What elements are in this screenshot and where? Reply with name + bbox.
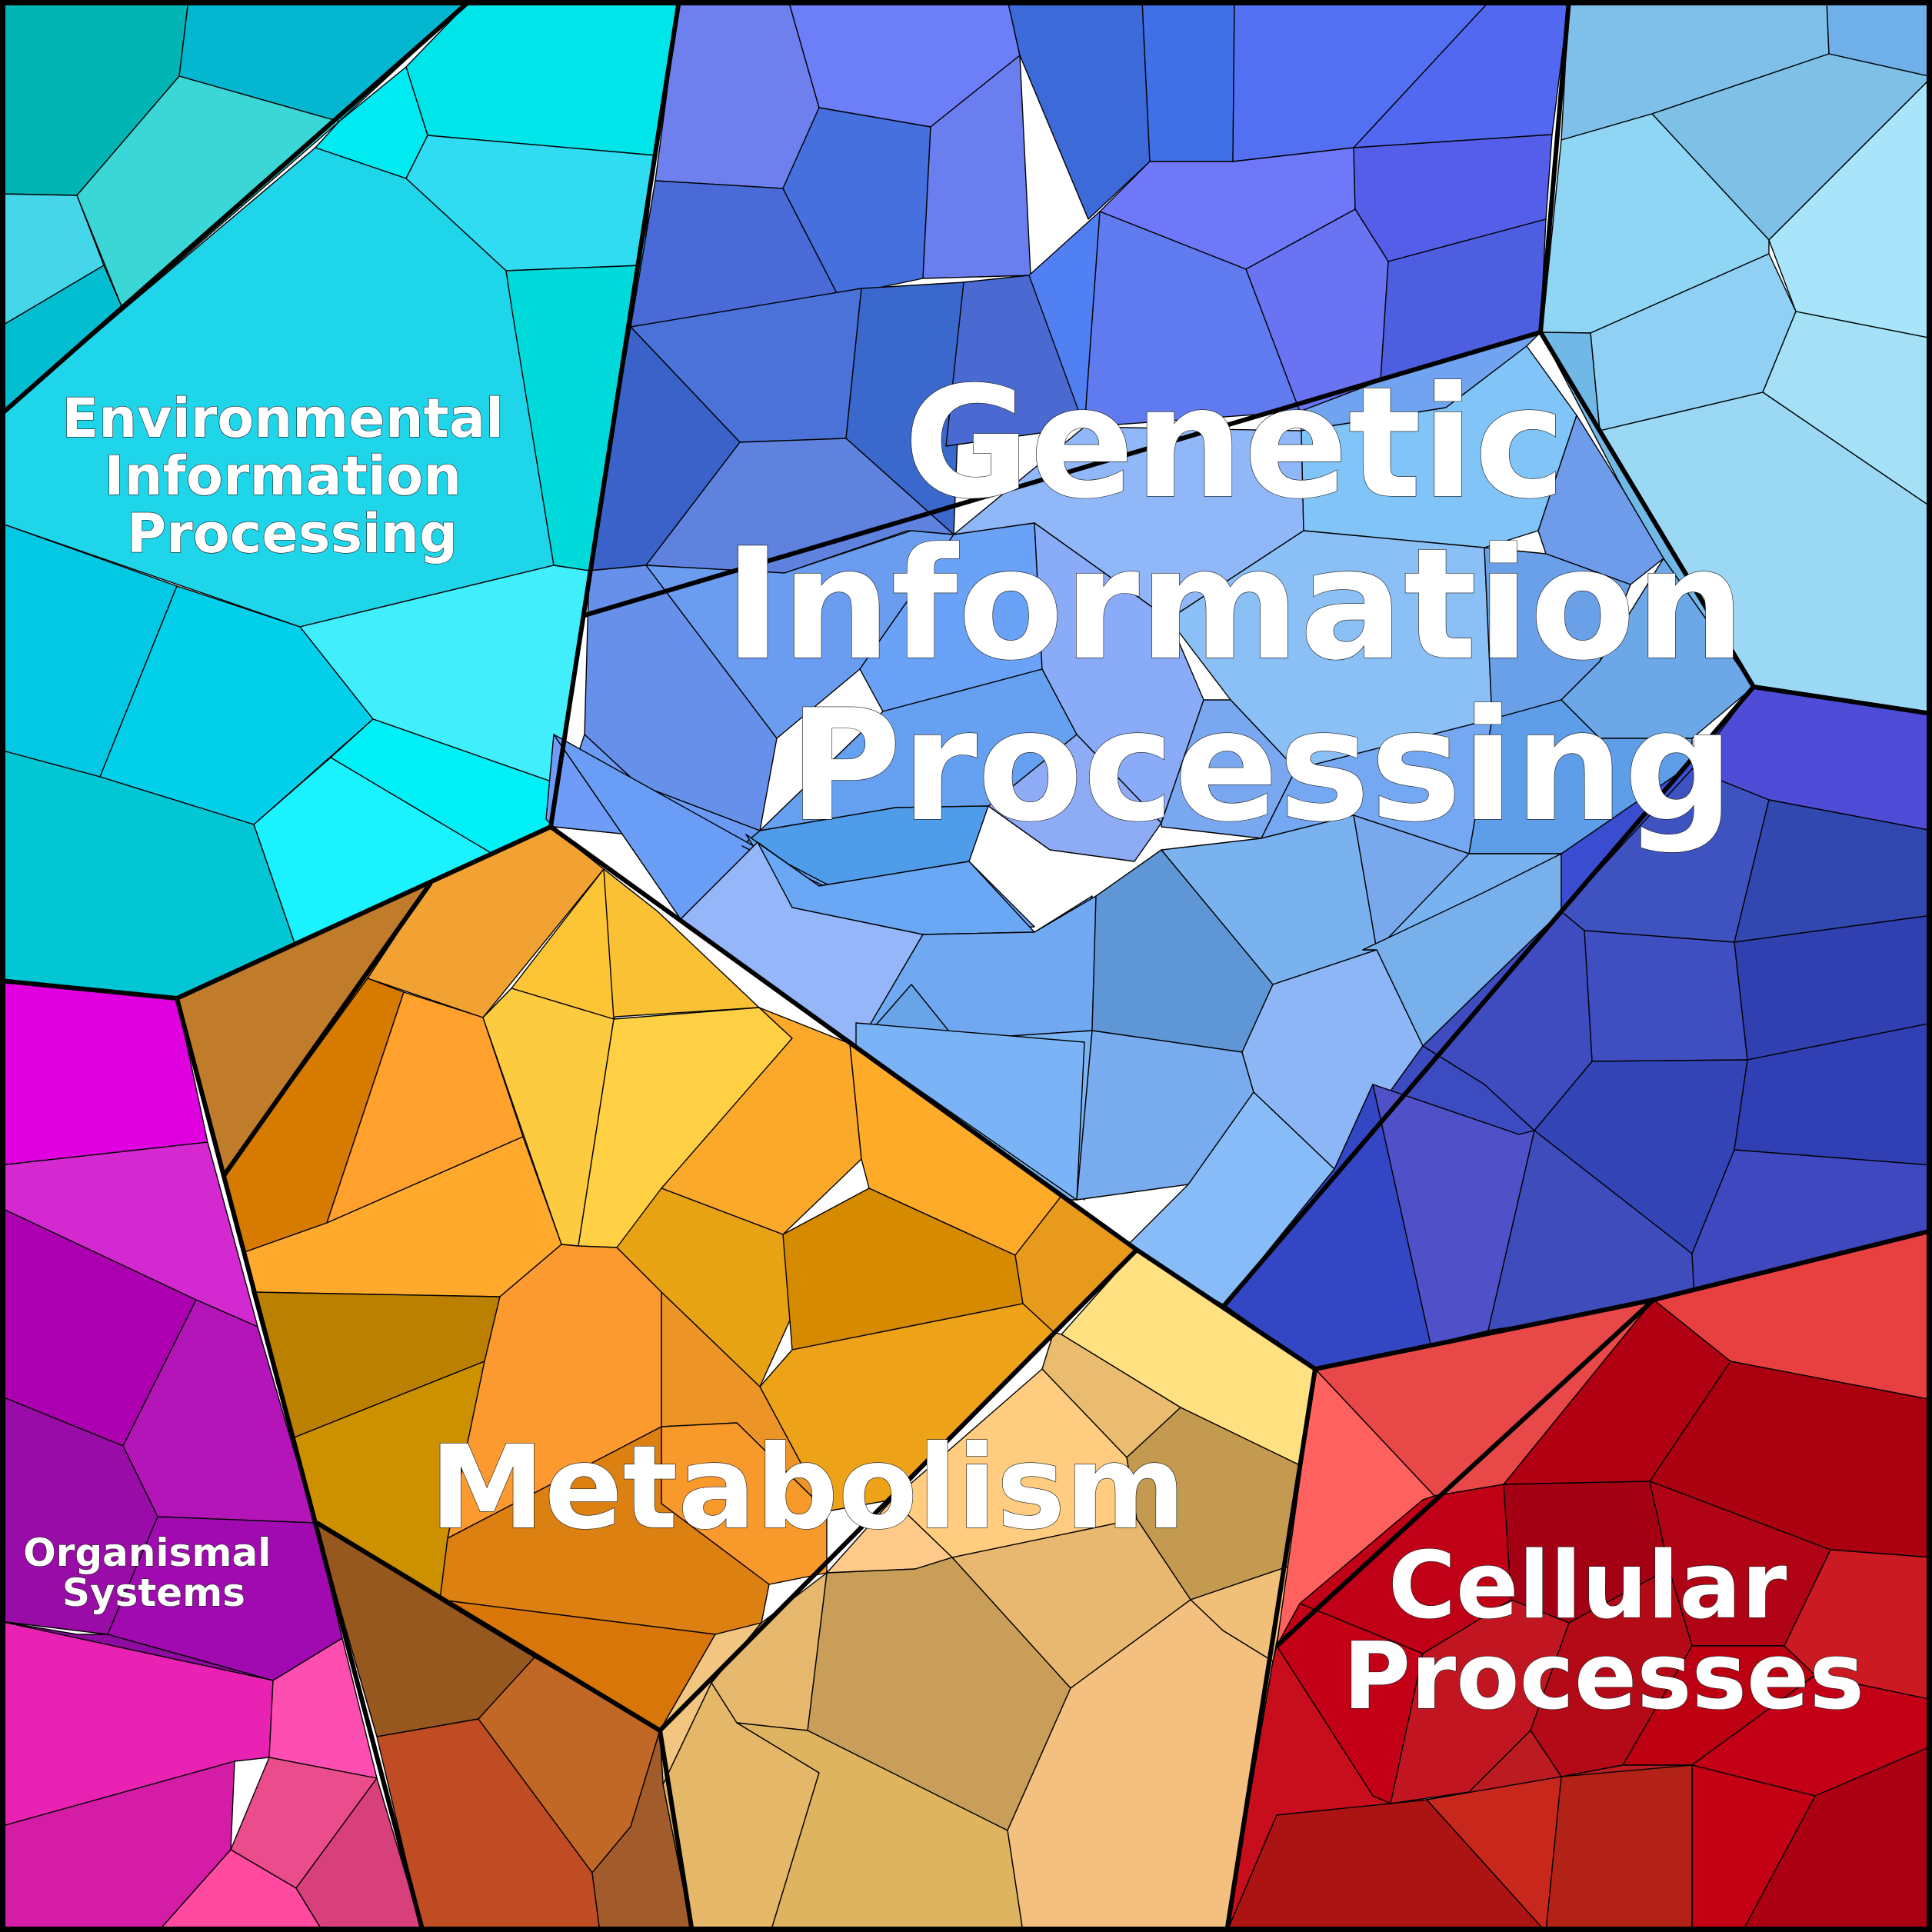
label-organismal-line-2: Systems	[62, 1571, 245, 1615]
cell-sky-5	[1768, 76, 1932, 339]
cell-gen-7	[1141, 0, 1235, 162]
region-genetic-blue	[1224, 686, 1932, 1370]
cell-org-8	[0, 1621, 274, 1827]
cell-gen-6	[1007, 0, 1151, 220]
label-cellular-line-2: Processes	[1343, 1624, 1864, 1730]
cell-rust-4	[591, 1730, 693, 1932]
label-genetic-line-1: Genetic	[904, 354, 1566, 533]
cell-met-6	[603, 868, 760, 1020]
cell-env-13	[99, 585, 374, 825]
label-environmental: Environmental Information Processing	[62, 387, 522, 565]
label-environmental-line-3: Processing	[127, 502, 458, 565]
label-genetic: Genetic Information Processing	[724, 354, 1799, 856]
border-genetic-blue	[1222, 685, 1756, 1307]
label-organismal: Organismal Systems	[23, 1531, 285, 1615]
label-metabolism-line-1: Metabolism	[430, 1421, 1186, 1555]
border-env-top	[0, 0, 472, 418]
region-environmental	[0, 0, 680, 999]
cell-org-1	[0, 980, 208, 1166]
border-tan-rust	[658, 1730, 695, 1932]
label-environmental-line-1: Environmental	[62, 387, 504, 450]
label-organismal-line-1: Organismal	[23, 1531, 271, 1575]
label-genetic-line-3: Processing	[788, 677, 1734, 856]
label-cellular-line-1: Cellular	[1388, 1533, 1787, 1640]
cell-gblue-9	[1734, 1022, 1932, 1166]
cell-gblue-3	[1734, 799, 1932, 943]
border-metabolism-inner	[221, 881, 433, 1178]
cell-gen-1	[655, 0, 820, 189]
region-genetic-sky	[1540, 0, 1932, 715]
cell-sky-2	[1826, 0, 1932, 78]
cell-gblue-5	[1734, 914, 1932, 1061]
region-metabolism-tan	[659, 1249, 1316, 1932]
cell-gen-36	[988, 734, 1162, 862]
border-cellular-inner	[1274, 1297, 1656, 1648]
region-organismal	[0, 980, 424, 1932]
label-environmental-line-2: Information	[105, 445, 462, 508]
cell-org-13	[157, 1849, 324, 1932]
label-genetic-line-2: Information	[724, 515, 1745, 695]
border-tan-cellular	[1224, 1368, 1317, 1932]
region-metabolism-rust	[315, 1522, 693, 1932]
region-cellular	[1226, 1230, 1932, 1932]
region-metabolism	[176, 826, 1138, 1735]
label-metabolism: Metabolism	[430, 1421, 1186, 1555]
cell-tan-12	[736, 1722, 1024, 1932]
cell-sky-7	[1762, 311, 1932, 508]
cell-gblue-4	[1584, 930, 1748, 1062]
cell-cel-22	[1545, 1764, 1693, 1932]
cell-cel-21	[1226, 1799, 1547, 1932]
border-env-genetic	[548, 0, 681, 828]
border-organismal	[175, 998, 425, 1932]
label-cellular: Cellular Processes	[1343, 1533, 1864, 1730]
